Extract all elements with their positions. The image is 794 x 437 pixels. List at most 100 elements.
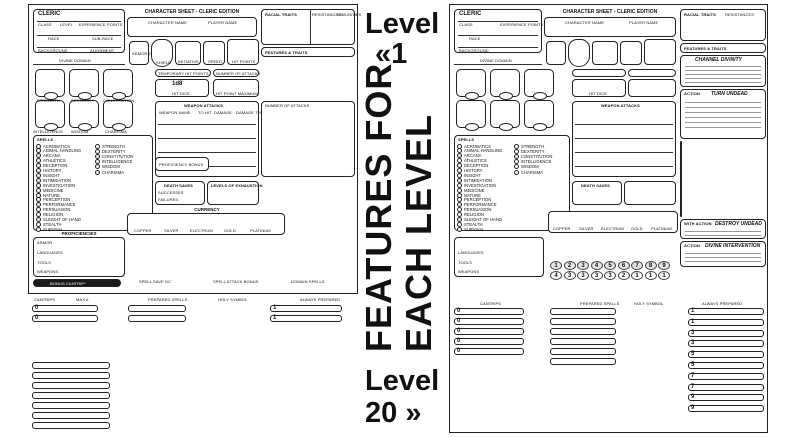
skill-row[interactable]: INVESTIGATION [36,182,75,188]
save-bubble[interactable] [514,169,519,175]
proficiencies-box[interactable]: ARMOR LANGUAGES TOOLS WEAPONS [33,237,125,277]
save-bubble[interactable] [95,153,100,159]
slot-count[interactable]: 1 [644,271,657,280]
skill-row-r[interactable]: PERFORMANCE [457,202,497,208]
currency-box-r[interactable]: COPPER SILVER ELECTRUM GOLD PLATINUM [548,211,678,233]
save-bubble[interactable] [514,153,519,159]
death-saves-box[interactable]: DEATH SAVES SUCCESSES FAILURES [155,181,205,205]
saving-throw-row-r[interactable]: STRENGTH [514,143,544,149]
save-bubble[interactable] [95,169,100,175]
skill-row-r[interactable]: RELIGION [457,212,484,218]
bonus-spell-slot[interactable] [32,362,110,369]
skill-row[interactable]: NATURE [36,192,60,198]
skill-row[interactable]: INSIGHT [36,172,60,178]
slot-count[interactable]: 1 [658,271,670,280]
prepared-slot[interactable] [128,315,186,322]
skill-row-r[interactable]: MEDICINE [457,187,484,193]
saving-throw-row-r[interactable]: CONSTITUTION [514,153,552,159]
prepared-slot-r[interactable] [550,308,616,315]
proficiency-bubble[interactable] [457,172,462,178]
skill-row[interactable]: ANIMAL HANDLING [36,148,81,154]
saving-throw-row-r[interactable]: WISDOM [514,164,539,170]
temp-hp-box[interactable]: TEMPORARY HIT POINTS [155,69,211,77]
ability-constitution-r[interactable] [524,69,554,100]
armor-class-box-r[interactable] [546,41,566,65]
skill-row[interactable]: INTIMIDATION [36,177,71,183]
skill-row-r[interactable]: DECEPTION [457,163,488,169]
cantrip-slot[interactable]: 0 [32,305,98,312]
proficiency-bubble[interactable] [457,212,462,218]
save-bubble[interactable] [514,164,519,170]
skill-row[interactable]: PERCEPTION [36,197,70,203]
skill-row[interactable]: STEALTH [36,221,62,227]
hp-max-box-r[interactable] [628,79,676,97]
proficiency-bubble[interactable] [457,192,462,198]
skill-row-r[interactable]: NATURE [457,192,481,198]
proficiency-bubble[interactable] [36,187,41,193]
exhaustion-box-r[interactable] [624,181,676,205]
ability-charisma-r[interactable] [524,100,554,131]
proficiency-bubble[interactable] [457,163,462,169]
proficiency-bubble[interactable] [36,172,41,178]
currency-box[interactable]: COPPER SILVER ELECTRUM GOLD PLATINUM [127,213,285,235]
proficiency-bonus-box[interactable]: PROFICIENCY BONUS [155,157,209,171]
skill-row[interactable]: PERSUASION [36,207,70,213]
proficiency-bubble[interactable] [36,168,41,173]
proficiency-bubble[interactable] [36,163,41,169]
skill-row[interactable]: ATHLETICS [36,158,66,164]
death-saves-box-r[interactable]: DEATH SAVES [572,181,622,205]
attacks-count-box-r[interactable] [628,69,676,77]
ability-charisma[interactable] [103,100,133,131]
saving-throw-row[interactable]: STRENGTH [95,143,125,149]
ability-constitution[interactable] [103,69,133,100]
hit-points-box[interactable]: HIT POINTS [227,39,259,65]
proficiency-bubble[interactable] [457,187,462,193]
proficiency-bubble[interactable] [36,202,41,208]
shield-box-r[interactable] [568,39,590,67]
slot-count[interactable]: 4 [550,271,562,280]
ability-wisdom[interactable] [69,100,99,131]
proficiency-bubble[interactable] [457,158,462,164]
hit-points-box-r[interactable] [644,39,676,65]
skill-row[interactable]: HISTORY [36,168,61,174]
domain-slot-r[interactable]: 9 [688,405,764,413]
saving-throw-row[interactable]: CONSTITUTION [95,153,133,159]
proficiency-bubble[interactable] [36,217,41,222]
skill-row[interactable]: SLEIGHT OF HAND [36,217,81,223]
skill-row-r[interactable]: SLEIGHT OF HAND [457,217,502,223]
proficiency-bubble[interactable] [457,221,462,227]
saving-throw-row[interactable]: CHARISMA [95,169,124,175]
hp-max-box[interactable]: HIT POINT MAXIMUM [213,79,259,97]
ability-dexterity-r[interactable] [490,69,520,100]
cantrip-slot-r[interactable]: 0 [454,338,524,345]
ability-wisdom-r[interactable] [490,100,520,131]
prepared-slot-r[interactable] [550,338,616,345]
speed-box-r[interactable] [620,41,642,65]
proficiency-bubble[interactable] [36,221,41,227]
save-bubble[interactable] [514,148,519,154]
slot-count[interactable]: 3 [590,271,603,280]
saving-throw-row-r[interactable]: DEXTERITY [514,148,545,154]
saving-throw-row-r[interactable]: INTELLIGENCE [514,159,551,165]
cantrip-slot-r[interactable]: 0 [454,348,524,355]
skill-row[interactable]: DECEPTION [36,163,67,169]
domain-slot-r[interactable]: 7 [688,383,764,391]
skill-row[interactable]: RELIGION [36,212,63,218]
domain-slot-r[interactable]: 1 [688,308,764,315]
save-bubble[interactable] [95,164,100,170]
skill-row-r[interactable]: SURVIVAL [457,226,484,232]
save-bubble[interactable] [95,159,100,165]
skill-row[interactable]: MEDICINE [36,187,63,193]
saving-throw-row-r[interactable]: CHARISMA [514,169,543,175]
skill-row[interactable]: PERFORMANCE [36,202,76,208]
temp-hp-box-r[interactable] [572,69,626,77]
domain-slot-r[interactable]: 1 [688,318,764,326]
proficiency-bubble[interactable] [36,148,41,154]
proficiency-bubble[interactable] [457,168,462,173]
prepared-slot-r[interactable] [550,328,616,335]
bonus-spell-slot[interactable] [32,402,110,409]
domain-slot-r[interactable]: 7 [688,372,764,380]
ability-strength-r[interactable] [456,69,486,100]
bonus-spell-slot[interactable] [32,422,110,429]
domain-slot-r[interactable]: 3 [688,329,764,337]
